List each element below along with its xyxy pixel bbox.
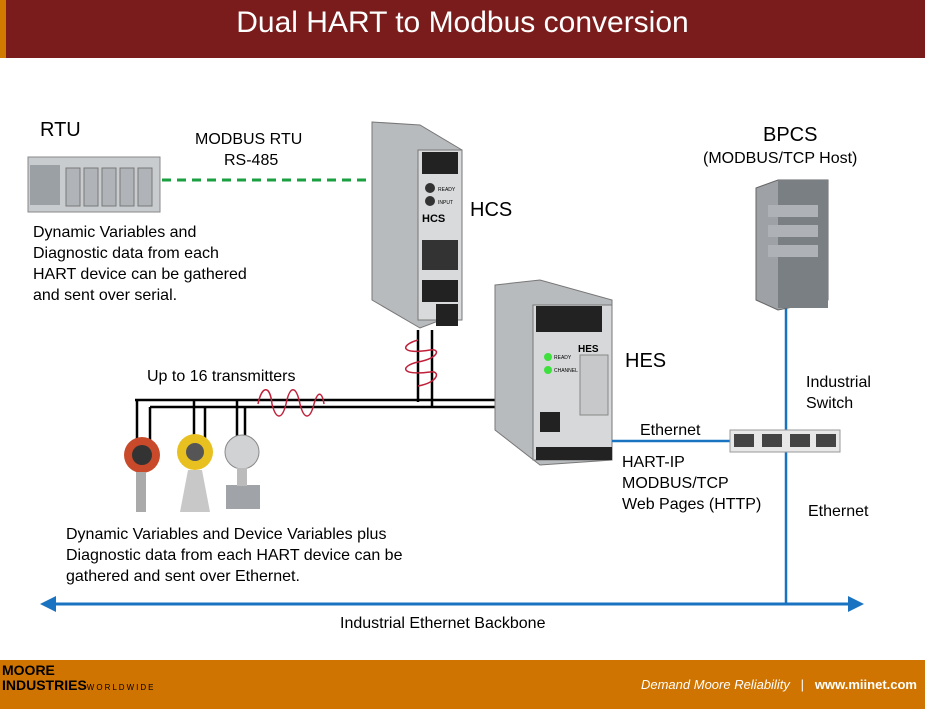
rs485-label: RS-485 bbox=[224, 152, 279, 169]
hes-device: READY CHANNEL 1 HES bbox=[494, 279, 613, 466]
hcs-device: READY INPUT HCS bbox=[371, 121, 463, 329]
hes-ready-label: READY bbox=[554, 355, 572, 361]
arrow-right-icon bbox=[848, 596, 864, 612]
svg-text:HES: HES bbox=[578, 344, 599, 355]
footer-bar bbox=[0, 660, 925, 709]
ethernet-right-label: Ethernet bbox=[808, 503, 869, 520]
ethernet-label: Ethernet bbox=[640, 422, 701, 439]
bpcs-server bbox=[755, 179, 829, 311]
backbone-label: Industrial Ethernet Backbone bbox=[340, 615, 546, 632]
hcs-input-label: INPUT bbox=[438, 200, 453, 206]
transmitters-label: Up to 16 transmitters bbox=[147, 368, 296, 385]
rtu-label: RTU bbox=[40, 119, 81, 141]
hes-channel-label: CHANNEL 1 bbox=[554, 368, 582, 374]
hart-signal-coil bbox=[405, 339, 438, 387]
hcs-ready-label: READY bbox=[438, 187, 456, 193]
hart-signal-wave bbox=[257, 389, 325, 417]
website-link[interactable]: www.miinet.com bbox=[814, 677, 917, 692]
bpcs-sub-label: (MODBUS/TCP Host) bbox=[703, 150, 858, 167]
bpcs-label: BPCS bbox=[763, 124, 818, 146]
hes-description: Dynamic Variables and Device Variables p… bbox=[66, 526, 403, 585]
slide-title: Dual HART to Modbus conversion bbox=[236, 6, 689, 39]
hes-label: HES bbox=[625, 350, 667, 372]
industrial-switch bbox=[729, 429, 841, 453]
transmitters bbox=[124, 434, 260, 512]
title-bar bbox=[0, 0, 925, 58]
footer-tagline: Demand Moore Reliability | www.miinet.co… bbox=[640, 677, 917, 692]
modbus-rtu-label: MODBUS RTU bbox=[195, 131, 303, 148]
svg-text:HCS: HCS bbox=[422, 213, 445, 225]
moore-logo: MOORE INDUSTRIESWORLDWIDE bbox=[2, 662, 156, 693]
arrow-left-icon bbox=[40, 596, 56, 612]
rtu-device bbox=[27, 156, 161, 213]
hcs-label: HCS bbox=[470, 199, 513, 221]
